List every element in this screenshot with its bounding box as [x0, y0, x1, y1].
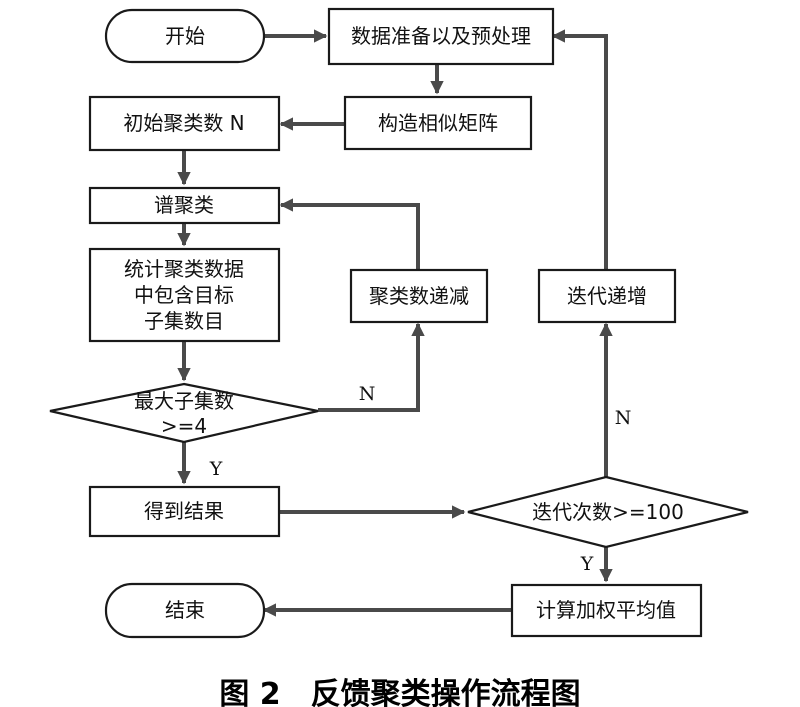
- stats-label-line-1: 统计聚类数据: [124, 257, 244, 281]
- weighted-node: 计算加权平均值: [510, 583, 703, 638]
- init-label: 初始聚类数 N: [123, 111, 244, 135]
- result-label: 得到结果: [144, 499, 224, 523]
- increment-node: 迭代递增: [537, 268, 677, 324]
- arrow-decrement-to-spectral: [279, 198, 420, 270]
- stats-node: 统计聚类数据 中包含目标 子集数目: [88, 247, 281, 343]
- prep-node: 数据准备以及预处理: [327, 7, 555, 66]
- connectors: [177, 29, 613, 617]
- decision1-label-line-2: >=4: [161, 414, 207, 438]
- decrement-node: 聚类数递减: [349, 268, 489, 324]
- similarity-node: 构造相似矩阵: [343, 95, 533, 151]
- decision1-node: 最大子集数 >=4: [49, 382, 319, 444]
- spectral-node: 谱聚类: [88, 186, 281, 225]
- figure-caption: 图 2 反馈聚类操作流程图: [219, 677, 580, 707]
- similarity-label: 构造相似矩阵: [378, 111, 498, 135]
- stats-label-line-2: 中包含目标: [134, 283, 234, 307]
- end-label: 结束: [165, 598, 205, 622]
- prep-label: 数据准备以及预处理: [351, 24, 531, 48]
- stats-label-line-3: 子集数目: [144, 309, 224, 333]
- start-label: 开始: [165, 24, 205, 48]
- decrement-label: 聚类数递减: [369, 284, 469, 308]
- init-node: 初始聚类数 N: [88, 95, 281, 152]
- decision2-node: 迭代次数>=100: [467, 475, 749, 549]
- decision1-no-label: N: [359, 383, 376, 405]
- arrow-decision1-no-to-decrement: [318, 322, 425, 412]
- spectral-label: 谱聚类: [154, 193, 214, 217]
- weighted-label: 计算加权平均值: [536, 598, 676, 622]
- decision1-label-line-1: 最大子集数: [134, 389, 234, 413]
- increment-label: 迭代递增: [567, 284, 647, 308]
- start-node: 开始: [104, 8, 266, 64]
- decision1-yes-label: Y: [209, 458, 223, 480]
- decision2-yes-label: Y: [580, 553, 594, 575]
- decision2-no-label: N: [615, 407, 632, 429]
- decision2-label: 迭代次数>=100: [532, 500, 684, 524]
- result-node: 得到结果: [88, 485, 281, 538]
- arrow-increment-to-prep: [551, 29, 608, 270]
- end-node: 结束: [104, 582, 266, 639]
